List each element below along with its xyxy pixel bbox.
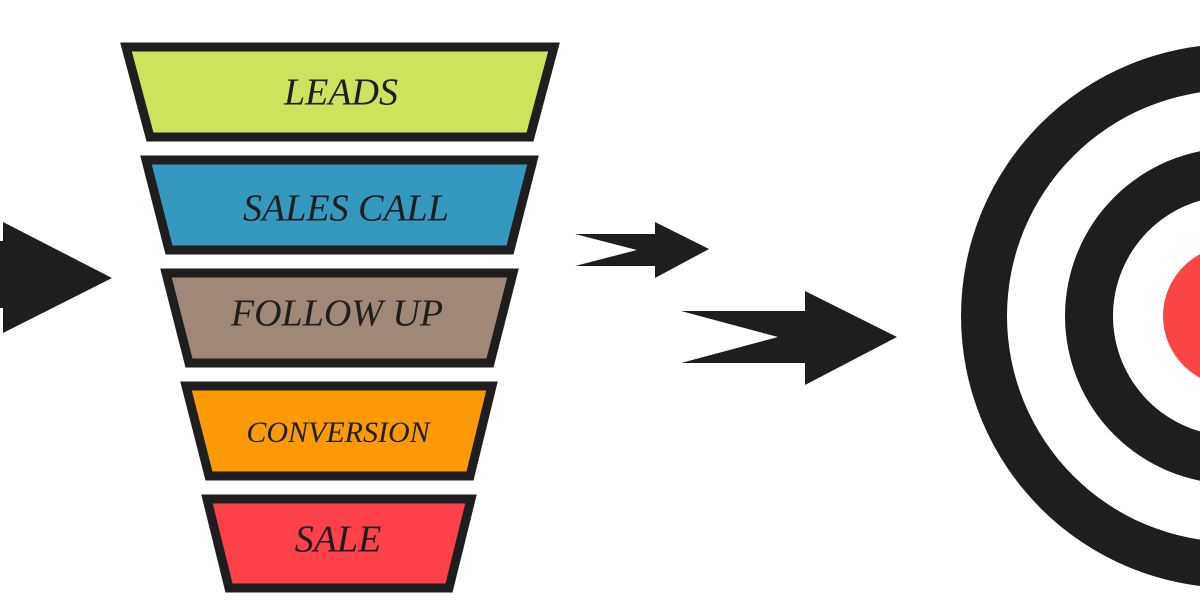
- bullseye: [1163, 254, 1200, 378]
- funnel-stage-label: LEADS: [283, 72, 398, 114]
- funnel-stage-leads: LEADS: [120, 42, 560, 142]
- funnel-stage-label: SALE: [295, 519, 382, 561]
- funnel-stage-sale: SALE: [201, 494, 477, 593]
- funnel: LEADS SALES CALL FOLLOW UP CONVERSION SA…: [120, 42, 560, 593]
- large-arrow-icon: [681, 291, 897, 385]
- funnel-stage-sales-call: SALES CALL: [140, 155, 539, 255]
- funnel-stage-label: CONVERSION: [246, 416, 431, 449]
- incoming-arrow-icon: [0, 222, 112, 333]
- funnel-stage-conversion: CONVERSION: [180, 381, 498, 481]
- funnel-stage-follow-up: FOLLOW UP: [160, 268, 519, 368]
- funnel-stage-label: SALES CALL: [243, 188, 449, 230]
- funnel-stage-label: FOLLOW UP: [230, 293, 443, 335]
- target-icon: [961, 46, 1200, 586]
- small-arrow-icon: [575, 222, 709, 278]
